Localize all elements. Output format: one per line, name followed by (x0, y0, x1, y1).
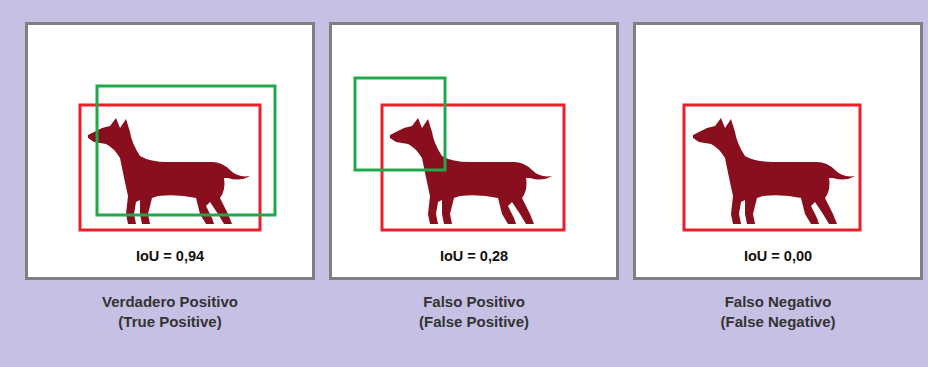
result-caption: Verdadero Positivo (True Positive) (70, 292, 270, 333)
result-panel: IoU = 0,28Falso Positivo (False Positive… (329, 22, 619, 280)
prediction-box (97, 86, 275, 215)
panel-ground (329, 22, 619, 280)
panel-ground (25, 22, 315, 280)
prediction-box (355, 78, 445, 170)
iou-value: IoU = 0,28 (332, 248, 616, 265)
iou-value: IoU = 0,00 (636, 248, 920, 265)
ground-truth-box (80, 105, 260, 230)
dog-silhouette (88, 118, 250, 224)
result-panel: IoU = 0,94Verdadero Positivo (True Posit… (25, 22, 315, 280)
result-panel: IoU = 0,00Falso Negativo (False Negative… (633, 22, 923, 280)
dog-silhouette (693, 118, 855, 224)
ground-truth-box (684, 105, 860, 230)
iou-value: IoU = 0,94 (28, 248, 312, 265)
panel-ground (633, 22, 923, 280)
result-caption: Falso Positivo (False Positive) (374, 292, 574, 333)
ground-truth-box (382, 105, 564, 230)
result-caption: Falso Negativo (False Negative) (678, 292, 878, 333)
